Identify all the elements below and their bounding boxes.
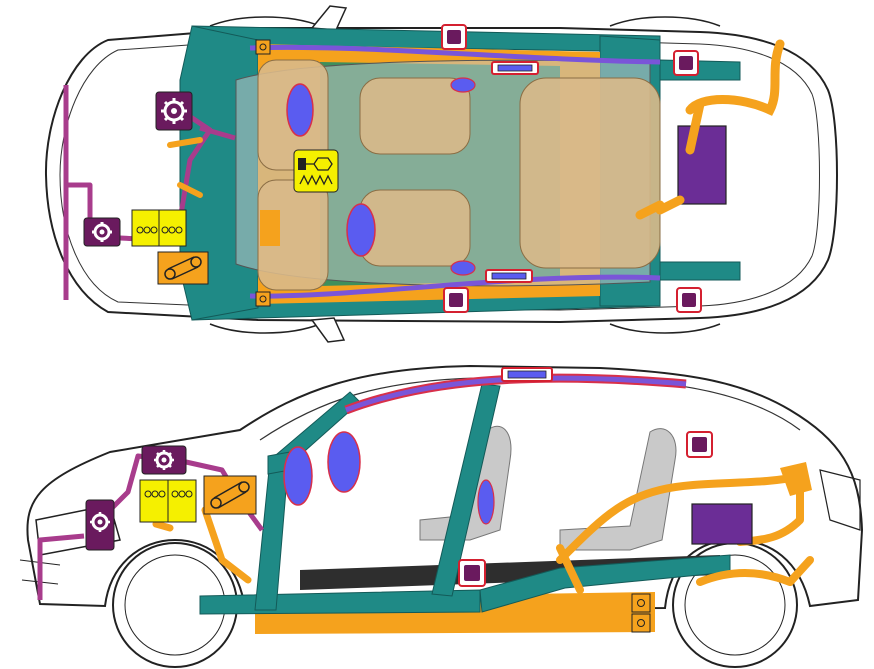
relay-box-icon (139, 479, 197, 523)
gear-icon (141, 445, 187, 475)
side-rear-hose (556, 472, 814, 594)
top-view (44, 5, 838, 343)
top-rail-lower (249, 274, 661, 299)
side-view (19, 364, 864, 668)
side-airbag-2 (327, 431, 361, 493)
battery-icon (677, 125, 727, 205)
top-frame-bracket (255, 39, 271, 307)
top-curtain-sensor-upper (491, 61, 539, 75)
spring-actuator-icon (293, 149, 339, 193)
top-mirror-right (310, 317, 346, 343)
top-wiring (63, 85, 236, 300)
top-airbag-3 (450, 77, 476, 93)
top-airbag-4 (450, 260, 476, 276)
sensor-icon (676, 287, 702, 313)
sensor-icon (673, 50, 699, 76)
gear-icon (83, 217, 121, 247)
side-body-outline (26, 364, 864, 612)
top-mirror-left (310, 5, 348, 31)
side-airbag-3 (477, 479, 495, 525)
side-airbag-1 (283, 446, 313, 506)
sensor-icon (441, 24, 467, 50)
side-frame-bracket (631, 593, 651, 633)
pulley-icon (203, 475, 257, 515)
top-airbag-2 (346, 203, 376, 257)
sensor-icon (443, 287, 469, 313)
gear-icon (85, 499, 115, 551)
relay-box-icon (131, 209, 187, 247)
top-rail-upper (249, 44, 661, 65)
top-seats (257, 59, 661, 291)
top-airbag-1 (286, 83, 314, 137)
gear-icon (155, 91, 193, 131)
battery-icon (691, 503, 753, 545)
top-curtain-sensor-lower (485, 269, 533, 283)
top-rear-hose (635, 39, 785, 220)
pulley-icon (157, 251, 209, 285)
sensor-icon (458, 559, 486, 587)
side-curtain-sensor (501, 367, 553, 382)
top-body-outline-inner (59, 39, 820, 311)
sensor-icon (686, 431, 713, 458)
